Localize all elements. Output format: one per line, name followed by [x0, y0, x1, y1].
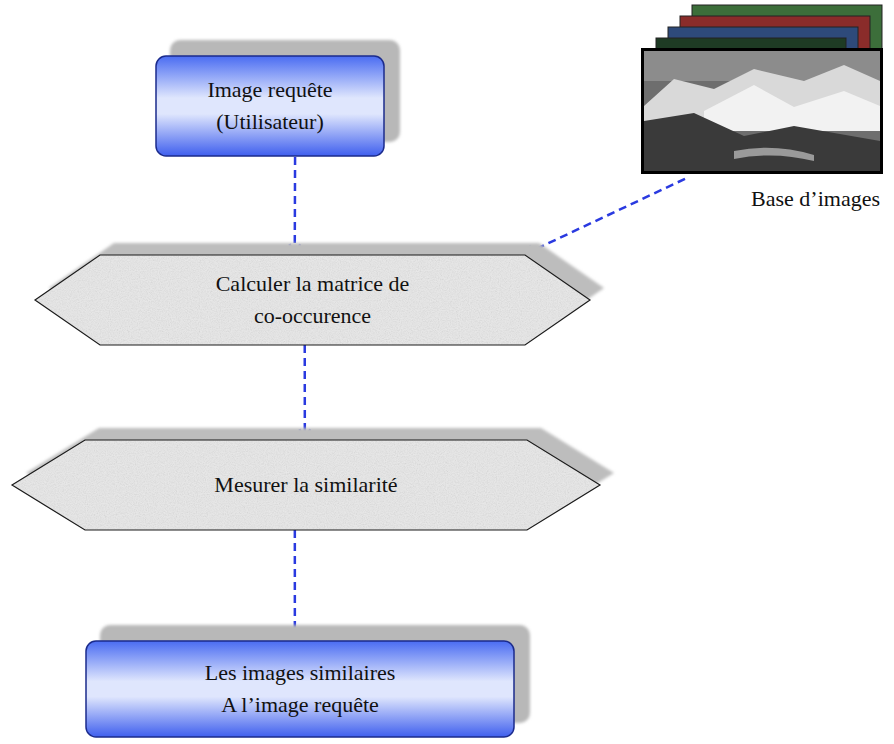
process-hexagon: Calculer la matrice de co-occurence [35, 255, 590, 345]
node-outline [640, 5, 890, 217]
image-database: Base d’images [640, 5, 890, 217]
node-outline [155, 55, 385, 157]
node-label: Les images similaires A l’image requête [198, 657, 403, 721]
node-label: Image requête (Utilisateur) [185, 74, 355, 138]
process-box: Image requête (Utilisateur) [155, 55, 385, 157]
process-hexagon: Mesurer la similarité [12, 440, 600, 530]
node-label: Calculer la matrice de co-occurence [202, 268, 424, 332]
text-group: Mesurer la similarité [176, 469, 436, 501]
text-group: Image requête (Utilisateur) [185, 74, 355, 138]
node-outline [35, 255, 590, 345]
text-group: Calculer la matrice de co-occurence [202, 268, 424, 332]
result-box: Les images similaires A l’image requête [85, 640, 515, 738]
dashed-arrow [523, 179, 685, 255]
text-group: Base d’images [751, 183, 880, 215]
node-label: Mesurer la similarité [176, 469, 436, 501]
node-outline [85, 640, 515, 738]
photo-stack [641, 5, 883, 174]
dashed-arrow [293, 157, 296, 255]
text-group: Les images similaires A l’image requête [198, 657, 403, 721]
dashed-arrow [303, 345, 306, 440]
image-caption: Base d’images [751, 183, 880, 215]
dashed-arrow [294, 530, 297, 640]
